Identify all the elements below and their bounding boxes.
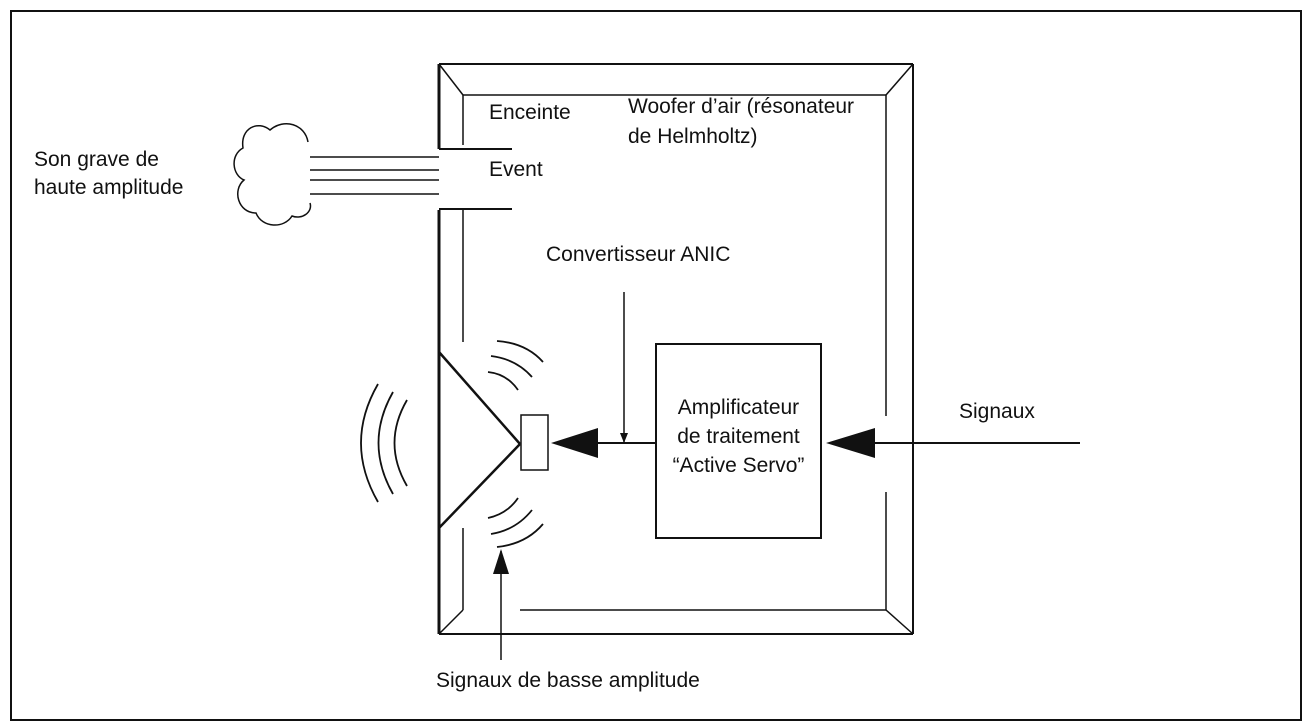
air-flow-lines [310,156,439,195]
sound-cloud-icon [233,123,312,226]
amplifier-label-line1: Amplificateur [677,396,800,419]
air-woofer-label-line1: Woofer d’air (résonateur [628,95,855,118]
bass-sound-label-line2: haute amplitude [34,176,184,199]
low-amplitude-signals-label: Signaux de basse amplitude [436,669,700,692]
amplifier-label-line3: “Active Servo” [672,454,805,477]
input-signal-arrowhead [826,428,875,458]
front-sound-waves [360,383,408,503]
enclosure-label: Enceinte [489,101,571,124]
vent-tube [439,148,512,210]
low-amplitude-arrowhead [493,549,509,574]
amplifier-label-line2: de traitement [677,425,800,448]
converter-label: Convertisseur ANIC [546,243,731,266]
amplifier-box [655,343,822,539]
inner-sound-waves-upper [487,340,544,391]
air-woofer-label-line2: de Helmholtz) [628,125,758,148]
outer-frame [10,10,1302,721]
inner-sound-waves-lower [487,497,544,548]
enclosure [437,63,914,635]
vent-label: Event [489,158,543,181]
amp-output-arrowhead [551,428,598,458]
speaker-driver [438,351,549,529]
bass-sound-label-line1: Son grave de [34,148,159,171]
signals-label: Signaux [959,400,1035,423]
